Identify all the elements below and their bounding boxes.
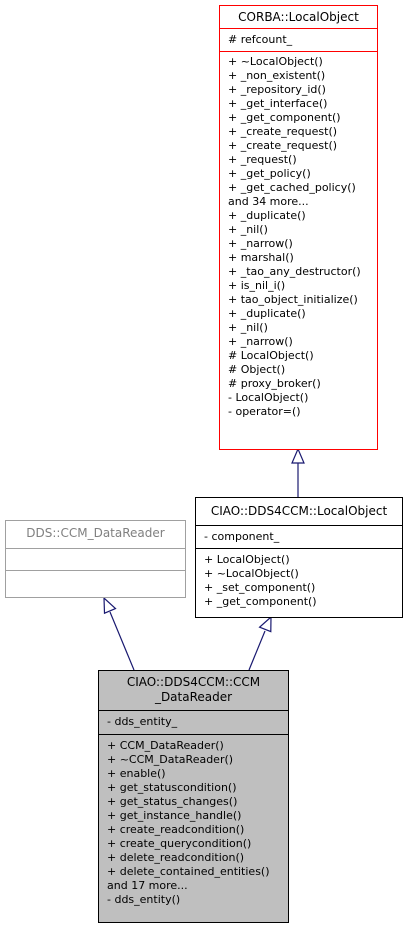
method-item: + LocalObject() [204,553,290,566]
attributes-section: # refcount_ [220,29,377,52]
method-item: + _get_component() [228,111,341,124]
method-item: + CCM_DataReader() [107,739,224,752]
method-item: + _get_policy() [228,167,311,180]
class-title: DDS::CCM_DataReader [6,521,185,549]
method-item: + delete_contained_entities() [107,865,270,878]
method-item: + get_status_changes() [107,795,238,808]
method-item: + _non_existent() [228,69,326,82]
method-item: + _narrow() [228,237,293,250]
class-ciao-local-object[interactable]: CIAO::DDS4CCM::LocalObject - component_ … [195,497,403,618]
class-dds-ccm-datareader[interactable]: DDS::CCM_DataReader [5,520,186,598]
attributes-section: - dds_entity_ [99,711,288,735]
class-title: CIAO::DDS4CCM::CCM _DataReader [99,671,288,711]
method-item: - LocalObject() [228,391,309,404]
attributes-section: - component_ [196,526,402,549]
attribute-item: - component_ [204,530,280,543]
method-item: # proxy_broker() [228,377,321,390]
class-corba-local-object[interactable]: CORBA::LocalObject # refcount_ + ~LocalO… [219,5,378,450]
attribute-item: # refcount_ [228,33,293,46]
inheritance-arrow-corba [291,447,305,464]
class-title: CIAO::DDS4CCM::LocalObject [196,498,402,526]
method-item: + _create_request() [228,139,338,152]
method-item: + _repository_id() [228,83,326,96]
inheritance-arrow-localobject [258,615,272,633]
method-item: + _duplicate() [228,307,306,320]
method-item: + get_statuscondition() [107,781,237,794]
method-item: # LocalObject() [228,349,314,362]
methods-section: + CCM_DataReader() + ~CCM_DataReader() +… [99,735,288,909]
method-item: + _get_cached_policy() [228,181,356,194]
class-title: CORBA::LocalObject [220,6,377,29]
class-title-line: _DataReader [154,690,233,704]
class-title-line: CIAO::DDS4CCM::CCM [126,675,261,689]
method-item: + _request() [228,153,297,166]
inheritance-arrow-dds [103,596,117,615]
method-item: # Object() [228,363,286,376]
class-ciao-ccm-datareader[interactable]: CIAO::DDS4CCM::CCM _DataReader - dds_ent… [98,670,289,923]
method-item: + _nil() [228,223,268,236]
method-item: - dds_entity() [107,893,181,906]
method-item: + _narrow() [228,335,293,348]
inheritance-edge-datareader-localobject [248,630,266,671]
method-item: - operator=() [228,405,301,418]
method-item: + _get_component() [204,595,317,608]
method-item: + ~CCM_DataReader() [107,753,234,766]
method-item: + delete_readcondition() [107,851,245,864]
method-item: + tao_object_initialize() [228,293,358,306]
methods-section [6,571,185,593]
method-item: + ~LocalObject() [228,55,323,68]
method-item: + _get_interface() [228,97,328,110]
inheritance-edge-datareader-dds [109,611,135,671]
attribute-item: - dds_entity_ [107,715,178,728]
method-item: + create_readcondition() [107,823,245,836]
method-item: + ~LocalObject() [204,567,299,580]
attributes-section [6,549,185,571]
method-item: + _nil() [228,321,268,334]
method-item: + _duplicate() [228,209,306,222]
methods-section: + LocalObject() + ~LocalObject() + _set_… [196,549,402,611]
method-item: + _set_component() [204,581,316,594]
method-item: + marshal() [228,251,294,264]
methods-section: + ~LocalObject() + _non_existent() + _re… [220,52,377,421]
more-methods-link[interactable]: and 17 more... [107,879,188,892]
method-item: + create_querycondition() [107,837,252,850]
method-item: + is_nil_i() [228,279,286,292]
method-item: + _create_request() [228,125,338,138]
method-item: + get_instance_handle() [107,809,242,822]
method-item: + enable() [107,767,166,780]
method-item: + _tao_any_destructor() [228,265,361,278]
more-methods-link[interactable]: and 34 more... [228,195,309,208]
